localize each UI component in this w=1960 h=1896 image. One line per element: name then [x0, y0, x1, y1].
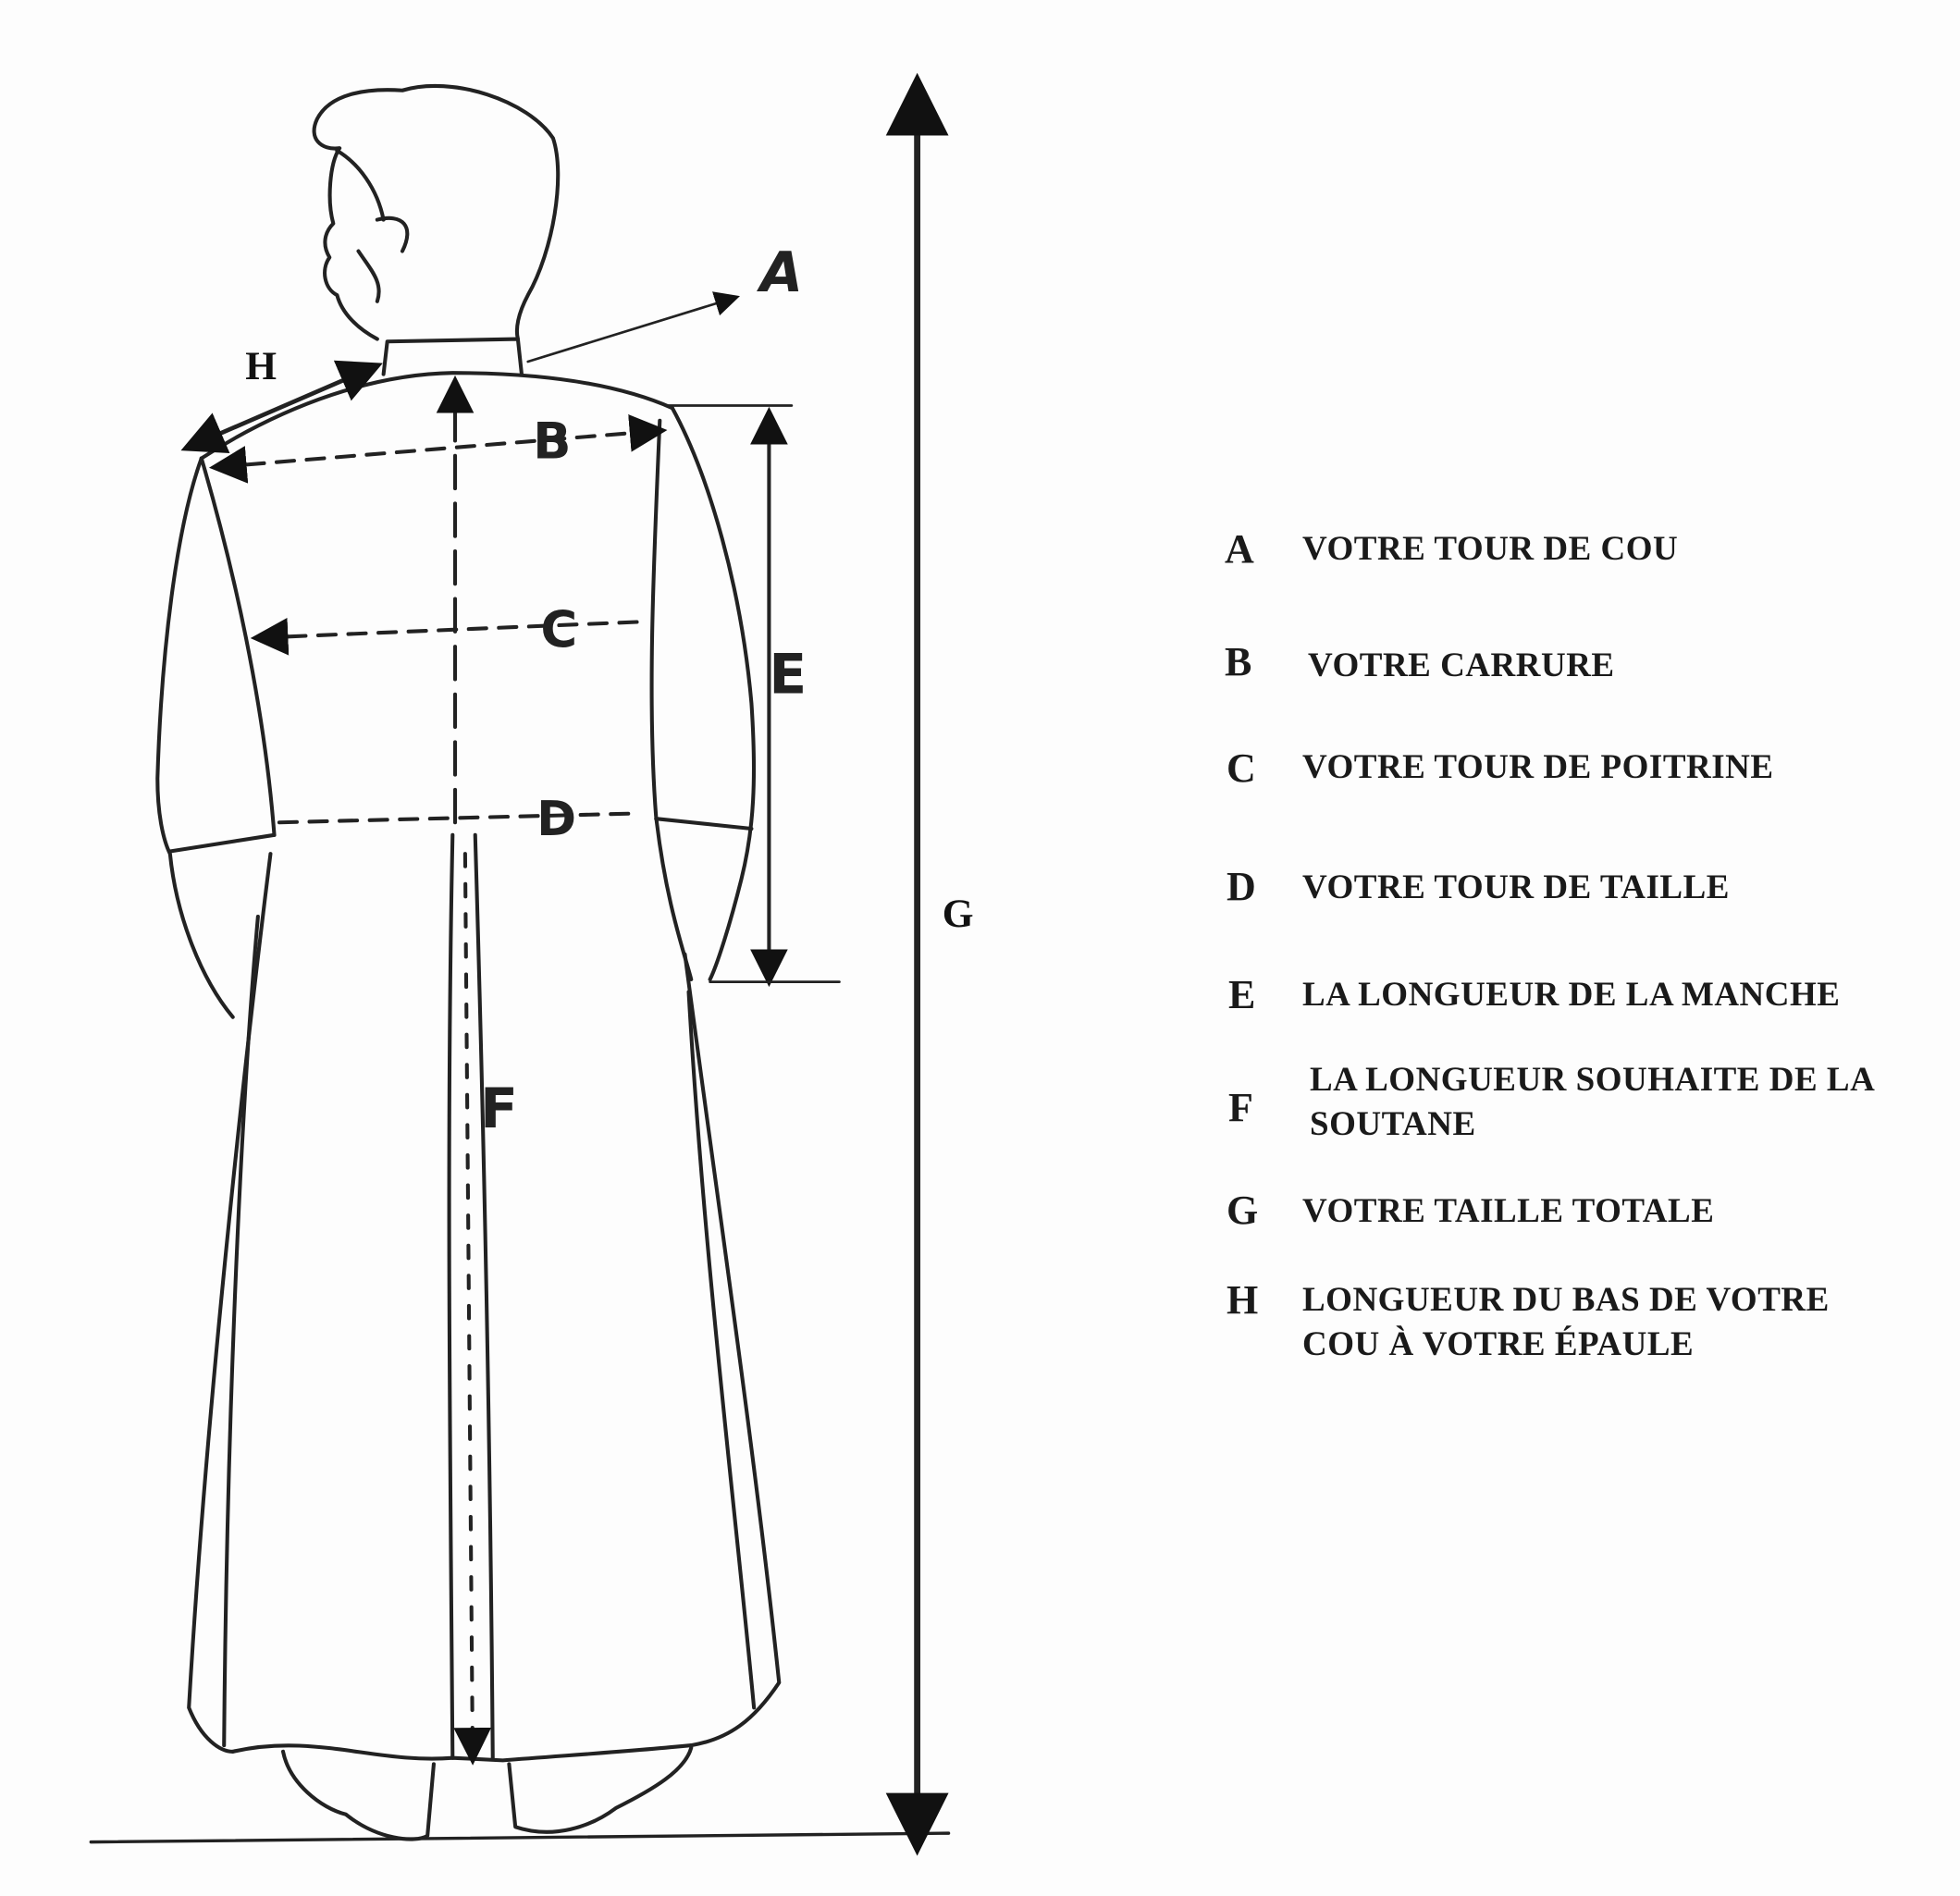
label-b: B — [533, 412, 571, 471]
measure-c — [250, 617, 649, 656]
legend-key-b: B — [1225, 639, 1252, 684]
legend-text-f-line1: LA LONGUEUR SOUHAITE DE LA — [1310, 1061, 1876, 1099]
legend-key-h: H — [1227, 1277, 1259, 1323]
ground-line — [89, 1831, 951, 1844]
legend-key-f: F — [1228, 1085, 1253, 1130]
legend-text-f-line2: SOUTANE — [1310, 1105, 1476, 1143]
measure-b — [208, 414, 668, 484]
measure-h — [180, 360, 383, 454]
legend-key-e: E — [1228, 972, 1256, 1017]
label-a: A — [757, 241, 803, 305]
label-f: F — [480, 1077, 518, 1141]
legend-text-d: VOTRE TOUR DE TAILLE — [1302, 868, 1730, 906]
label-g: G — [943, 892, 974, 936]
label-h: H — [245, 344, 277, 388]
measure-f — [453, 852, 492, 1766]
legend-key-c: C — [1227, 745, 1256, 791]
legend-text-c: VOTRE TOUR DE POITRINE — [1302, 748, 1774, 786]
legend-text-b: VOTRE CARRURE — [1308, 646, 1615, 684]
legend-text-g: VOTRE TAILLE TOTALE — [1302, 1192, 1715, 1230]
legend-text-a: VOTRE TOUR DE COU — [1302, 530, 1679, 568]
legend-text-h-line2: COU À VOTRE ÉPAULE — [1302, 1325, 1695, 1363]
head-outline — [312, 83, 561, 341]
label-d: D — [536, 792, 576, 847]
legend-key-d: D — [1227, 864, 1256, 909]
label-c: C — [540, 600, 577, 659]
measure-a — [526, 291, 740, 363]
collar — [381, 337, 524, 376]
legend-text-e: LA LONGUEUR DE LA MANCHE — [1302, 976, 1841, 1014]
legend-key-g: G — [1227, 1188, 1259, 1233]
label-e: E — [769, 643, 807, 707]
legend-key-a: A — [1225, 526, 1254, 572]
legend-text-h-line1: LONGUEUR DU BAS DE VOTRE — [1302, 1281, 1830, 1319]
